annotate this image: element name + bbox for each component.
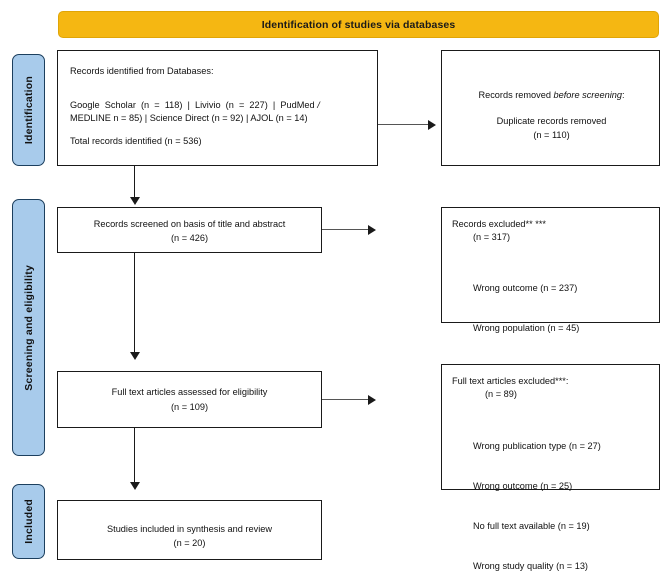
box-studies-included: Studies included in synthesis and review… bbox=[57, 500, 322, 560]
records-identified-total: Total records identified (n = 536) bbox=[70, 136, 202, 146]
studies-included-label: Studies included in synthesis and review bbox=[107, 524, 272, 534]
banner-title: Identification of studies via databases bbox=[261, 18, 456, 31]
connector-identified-to-screened bbox=[134, 166, 136, 199]
arrowhead-fulltext-to-included bbox=[130, 482, 140, 490]
records-identified-sources-line1: Google Scholar (n = 118) | Livivio (n = … bbox=[70, 100, 318, 110]
fulltext-excluded-count: (n = 89) bbox=[485, 389, 517, 399]
banner-identification-via-databases: Identification of studies via databases bbox=[58, 11, 659, 38]
studies-included-count: (n = 20) bbox=[173, 538, 206, 548]
records-excluded-heading: Records excluded** *** bbox=[452, 219, 546, 229]
records-screened-count: (n = 426) bbox=[170, 233, 209, 243]
records-removed-heading: Records removed before screening: bbox=[448, 89, 655, 102]
records-identified-heading: Records identified from Databases: bbox=[70, 66, 214, 76]
records-excluded-reason: Wrong outcome (n = 237) bbox=[473, 282, 578, 293]
stage-tab-identification-label: Identification bbox=[22, 75, 35, 145]
connector-fulltext-to-included bbox=[134, 428, 136, 484]
connector-identified-to-removed bbox=[378, 124, 428, 126]
records-identified-sources-line2: MEDLINE n = 85) | Science Direct (n = 92… bbox=[70, 113, 308, 124]
records-removed-heading-italic: before screening bbox=[553, 90, 622, 100]
records-removed-count: (n = 110) bbox=[533, 130, 570, 140]
fulltext-excluded-reasons: Wrong publication type (n = 27) Wrong ou… bbox=[473, 413, 601, 578]
stage-tab-identification: Identification bbox=[12, 54, 45, 166]
connector-fulltext-to-excluded bbox=[322, 399, 368, 401]
fulltext-excluded-reason: Wrong outcome (n = 25) bbox=[473, 480, 573, 491]
records-excluded-reason: Wrong population (n = 45) bbox=[473, 322, 580, 333]
box-records-identified: Records identified from Databases: Googl… bbox=[57, 50, 378, 166]
fulltext-assessed-label: Full text articles assessed for eligibil… bbox=[111, 387, 268, 397]
box-records-screened: Records screened on basis of title and a… bbox=[57, 207, 322, 253]
arrowhead-screened-to-excluded bbox=[368, 225, 376, 235]
fulltext-excluded-heading: Full text articles excluded***: bbox=[452, 376, 569, 386]
records-identified-sources: Google Scholar (n = 118) | Livivio (n = … bbox=[70, 99, 370, 126]
connector-screened-to-fulltext bbox=[134, 253, 136, 358]
records-identified-sources-slash: / bbox=[317, 100, 320, 110]
arrowhead-fulltext-to-excluded bbox=[368, 395, 376, 405]
stage-tab-included-label: Included bbox=[22, 499, 35, 544]
stage-tab-included: Included bbox=[12, 484, 45, 559]
records-screened-label: Records screened on basis of title and a… bbox=[93, 219, 286, 229]
records-removed-heading-colon: : bbox=[621, 90, 625, 100]
box-fulltext-excluded: Full text articles excluded***: (n = 89)… bbox=[441, 364, 660, 571]
fulltext-excluded-reason: Wrong publication type (n = 27) bbox=[473, 440, 601, 451]
arrowhead-identified-to-screened bbox=[130, 197, 140, 205]
fulltext-excluded-reason: Wrong study quality (n = 13) bbox=[473, 560, 588, 571]
records-excluded-count: (n = 317) bbox=[473, 232, 511, 242]
arrowhead-identified-to-removed bbox=[428, 120, 436, 130]
records-removed-heading-normal: Records removed bbox=[478, 90, 554, 100]
fulltext-excluded-reason: No full text available (n = 19) bbox=[473, 520, 590, 531]
fulltext-assessed-count: (n = 109) bbox=[170, 402, 209, 412]
box-fulltext-assessed: Full text articles assessed for eligibil… bbox=[57, 371, 322, 428]
box-records-excluded: Records excluded** *** (n = 317) Wrong o… bbox=[441, 207, 660, 453]
stage-tab-screening-and-eligibility: Screening and eligibility bbox=[12, 199, 45, 456]
box-records-removed-before-screening: Records removed before screening: Duplic… bbox=[441, 50, 660, 166]
connector-screened-to-excluded bbox=[322, 229, 368, 231]
records-removed-detail: Duplicate records removed bbox=[496, 116, 607, 126]
arrowhead-screened-to-fulltext bbox=[130, 352, 140, 360]
stage-tab-screening-and-eligibility-label: Screening and eligibility bbox=[22, 264, 35, 391]
